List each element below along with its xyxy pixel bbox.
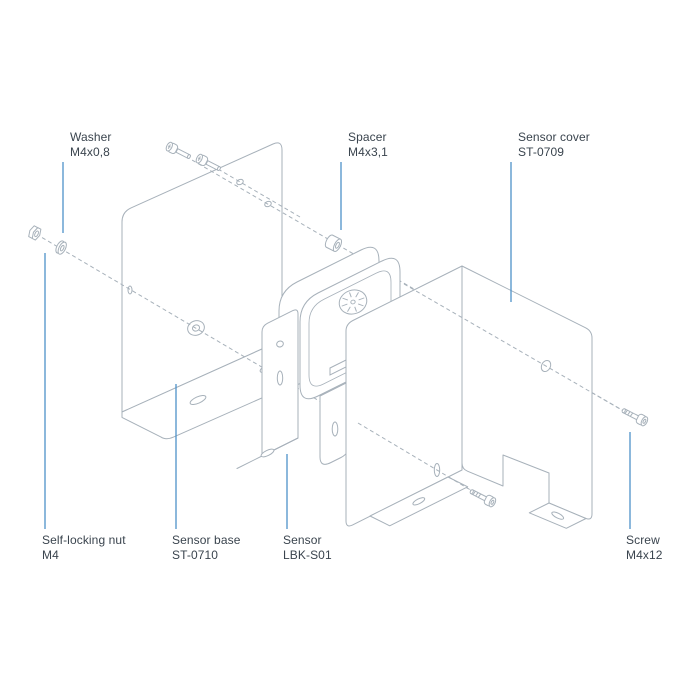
assembly-axes-front [357, 283, 635, 499]
bracket-foot-slot [260, 448, 275, 458]
label-sensor-base-spec: ST-0710 [172, 548, 219, 562]
label-sensor-cover-title: Sensor cover [518, 130, 590, 144]
cover-flange-slot [551, 511, 565, 520]
screw-m4x12-drawing [469, 489, 497, 508]
label-washer-spec: M4x0,8 [70, 145, 110, 159]
label-self-locking-nut: Self-locking nut M4 [42, 533, 126, 563]
label-washer-title: Washer [70, 130, 112, 144]
label-sensor-title: Sensor [283, 533, 322, 547]
assembly-axis-line [403, 283, 635, 418]
label-screw-title: Screw [626, 533, 660, 547]
base-plate-face [121, 142, 283, 413]
starburst-rays-icon [341, 292, 365, 312]
phillips-cross-icon [197, 156, 201, 161]
label-spacer: Spacer M4x3,1 [348, 130, 388, 160]
phillips-cross-icon [167, 144, 171, 149]
self-locking-nut-drawing [28, 225, 42, 241]
bracket-hole [276, 340, 284, 348]
label-sensor-spec: LBK-S01 [283, 548, 332, 562]
spacer-drawing [324, 234, 343, 252]
machine-screw-top-drawing [195, 153, 221, 171]
label-sensor: Sensor LBK-S01 [283, 533, 332, 563]
label-self-locking-nut-title: Self-locking nut [42, 533, 126, 547]
washer-drawing [55, 240, 67, 255]
machine-screw-top-drawing [165, 141, 191, 159]
sensor-cover-drawing [345, 265, 593, 529]
label-washer: Washer M4x0,8 [70, 130, 112, 160]
cover-flange-slot [412, 497, 426, 506]
thread-lines [624, 409, 634, 417]
label-sensor-cover: Sensor cover ST-0709 [518, 130, 590, 160]
assembly-axis-line [357, 422, 485, 499]
label-screw: Screw M4x12 [626, 533, 663, 563]
screw-m4x12-drawing [621, 408, 649, 427]
label-spacer-spec: M4x3,1 [348, 145, 388, 159]
cover-left-face [345, 265, 463, 527]
assembly-axis-line [211, 165, 301, 218]
label-spacer-title: Spacer [348, 130, 387, 144]
thread-lines [472, 490, 482, 498]
label-self-locking-nut-spec: M4 [42, 548, 59, 562]
sensor-stand-slot [331, 421, 339, 437]
leader-lines [44, 162, 631, 529]
assembly-axis-line [35, 233, 485, 499]
label-sensor-base: Sensor base ST-0710 [172, 533, 240, 563]
label-sensor-cover-spec: ST-0709 [518, 145, 565, 159]
starburst-icon [338, 289, 368, 315]
label-sensor-base-title: Sensor base [172, 533, 241, 547]
bracket-slot [276, 370, 284, 386]
cover-right-face [461, 265, 593, 520]
base-plate-slot [127, 285, 133, 295]
base-foot-slot [189, 394, 207, 406]
label-screw-spec: M4x12 [626, 548, 663, 562]
